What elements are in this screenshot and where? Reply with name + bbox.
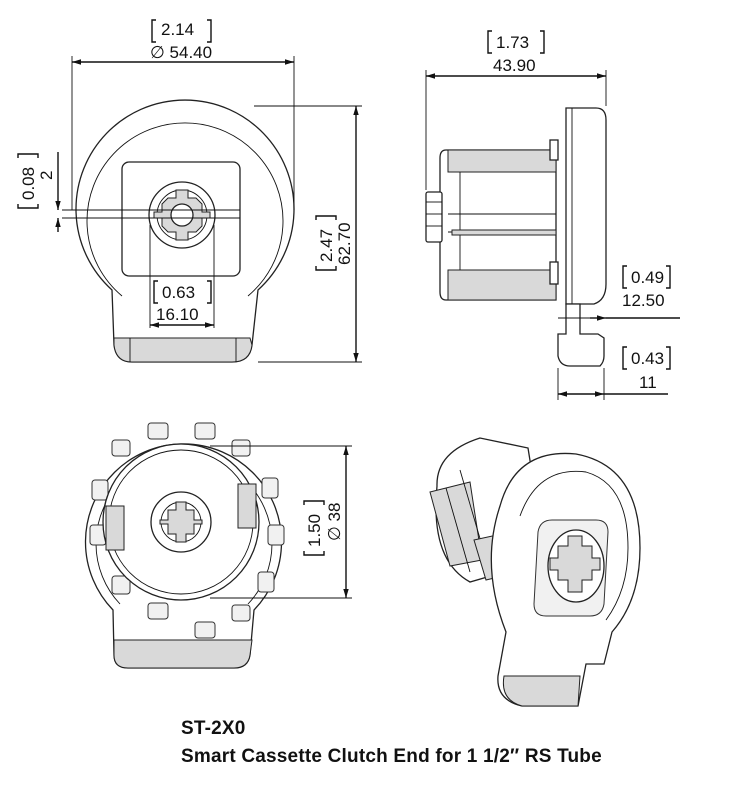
clutch-teeth [89, 422, 285, 639]
front-offset-inch: 0.08 [19, 167, 38, 200]
side-tab-mm: 11 [639, 373, 657, 392]
rear-diameter-inch: 1.50 [305, 514, 324, 547]
rear-view: 1.50 ∅ 38 [84, 422, 352, 669]
side-tab-inch: 0.43 [631, 349, 664, 368]
front-width-mm: ∅ 54.40 [150, 43, 212, 62]
front-height-mm: 62.70 [335, 222, 354, 265]
side-length-inch: 1.73 [496, 33, 529, 52]
side-length-mm: 43.90 [493, 56, 536, 75]
part-description: Smart Cassette Clutch End for 1 1/2″ RS … [181, 746, 602, 767]
front-offset-mm: 2 [37, 171, 56, 180]
side-flange-mm: 12.50 [622, 291, 665, 310]
side-view: 1.73 43.90 0.49 12.50 0.43 11 [425, 30, 680, 400]
front-width-inch: 2.14 [161, 20, 194, 39]
side-flange-inch: 0.49 [631, 268, 664, 287]
isometric-view [429, 437, 641, 707]
part-number: ST-2X0 [181, 718, 246, 739]
front-view: 2.14 ∅ 54.40 2.47 62.70 0.08 2 0.63 16.1… [17, 19, 362, 363]
front-bore-inch: 0.63 [162, 283, 195, 302]
front-bore-mm: 16.10 [156, 305, 199, 324]
front-height-inch: 2.47 [317, 229, 336, 262]
rear-diameter-mm: ∅ 38 [325, 503, 344, 541]
